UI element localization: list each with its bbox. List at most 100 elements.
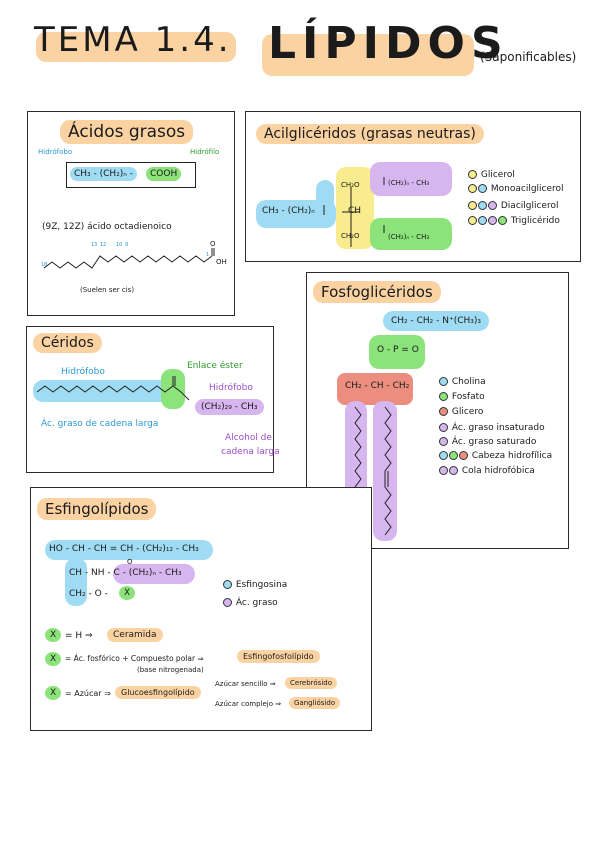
ceramide-result: Ceramida	[107, 628, 163, 642]
phosphate-group: O - P = O	[377, 345, 419, 355]
carbon-label: 9	[125, 242, 129, 248]
sphingosine-highlight	[45, 540, 213, 560]
dot-icon	[439, 423, 448, 432]
legend-tri: Triglicérido	[468, 216, 560, 226]
legend-glycerol: Glicerol	[468, 170, 515, 180]
section-heading: Céridos	[33, 333, 102, 353]
dot-icon	[223, 580, 232, 589]
carbonyl-circle	[316, 180, 334, 220]
section-heading: Esfingolípidos	[37, 498, 157, 520]
fatty-acid-chain-highlight	[33, 380, 183, 402]
phosphate-highlight	[369, 335, 425, 369]
sphingosine-line-2: CH - NH - C - (CH₂)ₙ - CH₃	[69, 568, 182, 578]
ester-highlight	[161, 369, 185, 409]
legend-label: Monoacilglicerol	[490, 184, 564, 194]
oxygen-label: O	[210, 240, 216, 248]
legend-di: Diacilglicerol	[468, 201, 558, 211]
ester-bonds	[323, 177, 385, 247]
legend-label: Ác. graso saturado	[451, 437, 537, 447]
hydrophobic-label-right: Hidrófobo	[209, 383, 253, 393]
dot-icon	[498, 216, 507, 225]
wax-skeleton	[37, 376, 190, 401]
alcohol-label: cadena larga	[221, 447, 280, 457]
legend-tail: Cola hidrofóbica	[439, 466, 535, 476]
dot-icon	[439, 451, 448, 460]
legend-label: Esfingosina	[235, 580, 288, 590]
sugar-complex: Azúcar complejo ⇒	[215, 700, 282, 708]
esfingolipidos-panel: Esfingolípidos HO - CH - CH = CH - (CH₂)…	[30, 487, 372, 731]
legend-unsat: Ác. graso insaturado	[439, 423, 545, 433]
dot-icon	[439, 466, 448, 475]
legend-head: Cabeza hidrofílica	[439, 451, 552, 461]
sphingosine-highlight-vertical	[65, 558, 87, 606]
formula-head: COOH	[146, 167, 182, 181]
row-ceramide-left: = H ⇒	[65, 631, 93, 641]
chain-bottom: (CH₂)ₙ - CH₃	[388, 233, 430, 241]
fatty-acid-skeleton	[43, 248, 215, 269]
ganglioside-result: Gangliósido	[289, 697, 341, 709]
alcohol-label: Alcohol de	[225, 433, 272, 443]
dot-icon	[468, 170, 477, 179]
acilgliceridos-panel: Acilglicéridos (grasas neutras) CH₃ - (C…	[245, 111, 581, 262]
acid-label: Ác. graso de cadena larga	[41, 419, 159, 429]
sphingophospho-result: Esfingofosfolípido	[237, 650, 320, 663]
dot-icon	[439, 392, 448, 401]
dot-icon	[478, 201, 487, 210]
title-highlight	[36, 32, 236, 62]
page-title: LÍPIDOS	[268, 18, 509, 69]
alcohol-chain: (CH₂)₂₉ - CH₃	[195, 399, 264, 415]
x-badge: X	[45, 628, 62, 642]
example-name: (9Z, 12Z) ácido octadienoico	[42, 222, 172, 232]
dot-icon	[478, 184, 487, 193]
legend-label: Glicero	[451, 407, 484, 417]
legend-phosphate: Fosfato	[439, 392, 485, 402]
x-badge: X	[45, 652, 62, 666]
dot-icon	[439, 437, 448, 446]
row-sphingophospho-left: = Ác. fosfórico + Compuesto polar ⇒	[65, 654, 204, 663]
choline-group: CH₂ - CH₂ - N⁺(CH₃)₃	[383, 311, 490, 331]
hydrophilic-label: Hidrófilo	[190, 148, 220, 156]
ester-label: Enlace éster	[187, 361, 243, 371]
legend-sphingosine: Esfingosina	[223, 580, 287, 590]
x-badge: X	[45, 686, 62, 700]
x-group: X	[119, 586, 136, 600]
dot-icon	[223, 598, 232, 607]
carbon-label: 1	[206, 252, 210, 258]
dot-icon	[468, 216, 477, 225]
dot-icon	[459, 451, 468, 460]
carbon-label: 10	[116, 242, 123, 248]
legend-choline: Cholina	[439, 377, 486, 387]
carbon-label: 18	[41, 262, 48, 268]
section-heading: Acilglicéridos (grasas neutras)	[256, 124, 484, 144]
legend-label: Cholina	[451, 377, 486, 387]
legend-glycerol: Glicero	[439, 407, 483, 417]
carbonyl-o: O	[127, 558, 133, 566]
chain-top: (CH₂)ₙ - CH₃	[388, 179, 430, 187]
legend-label: Cabeza hidrofílica	[471, 451, 553, 461]
hydroxyl-label: OH	[216, 258, 227, 266]
formula-frame	[66, 162, 196, 188]
legend-fatty-acid: Ác. graso	[223, 598, 278, 608]
legend-label: Triglicérido	[510, 216, 560, 226]
carbon-label: 13	[91, 242, 98, 248]
legend-sat: Ác. graso saturado	[439, 437, 536, 447]
dot-icon	[468, 184, 477, 193]
glycerol-bottom: CH₂O	[341, 232, 360, 240]
dot-icon	[439, 377, 448, 386]
hydrophobic-label: Hidrófobo	[61, 367, 105, 377]
dot-icon	[488, 201, 497, 210]
dot-icon	[439, 407, 448, 416]
glycerol-top: CH₂O	[341, 181, 360, 189]
legend-mono: Monoacilglicerol	[468, 184, 564, 194]
legend-label: Ác. graso	[235, 598, 278, 608]
fatty-acid-highlight	[113, 564, 195, 584]
formula-tail: CH₃ - (CH₂)ₙ -	[70, 167, 138, 181]
sphingosine-line-3: CH₂ - O -	[69, 589, 108, 599]
glycerol-mid: CH	[348, 206, 362, 216]
page-subtitle: (Saponificables)	[480, 50, 577, 64]
carbon-label: 12	[100, 242, 107, 248]
legend-label: Ác. graso insaturado	[451, 423, 545, 433]
base-note: (base nitrogenada)	[137, 666, 204, 674]
legend-label: Glicerol	[480, 170, 515, 180]
glycerol-group: CH₂ - CH - CH₂	[337, 373, 413, 405]
